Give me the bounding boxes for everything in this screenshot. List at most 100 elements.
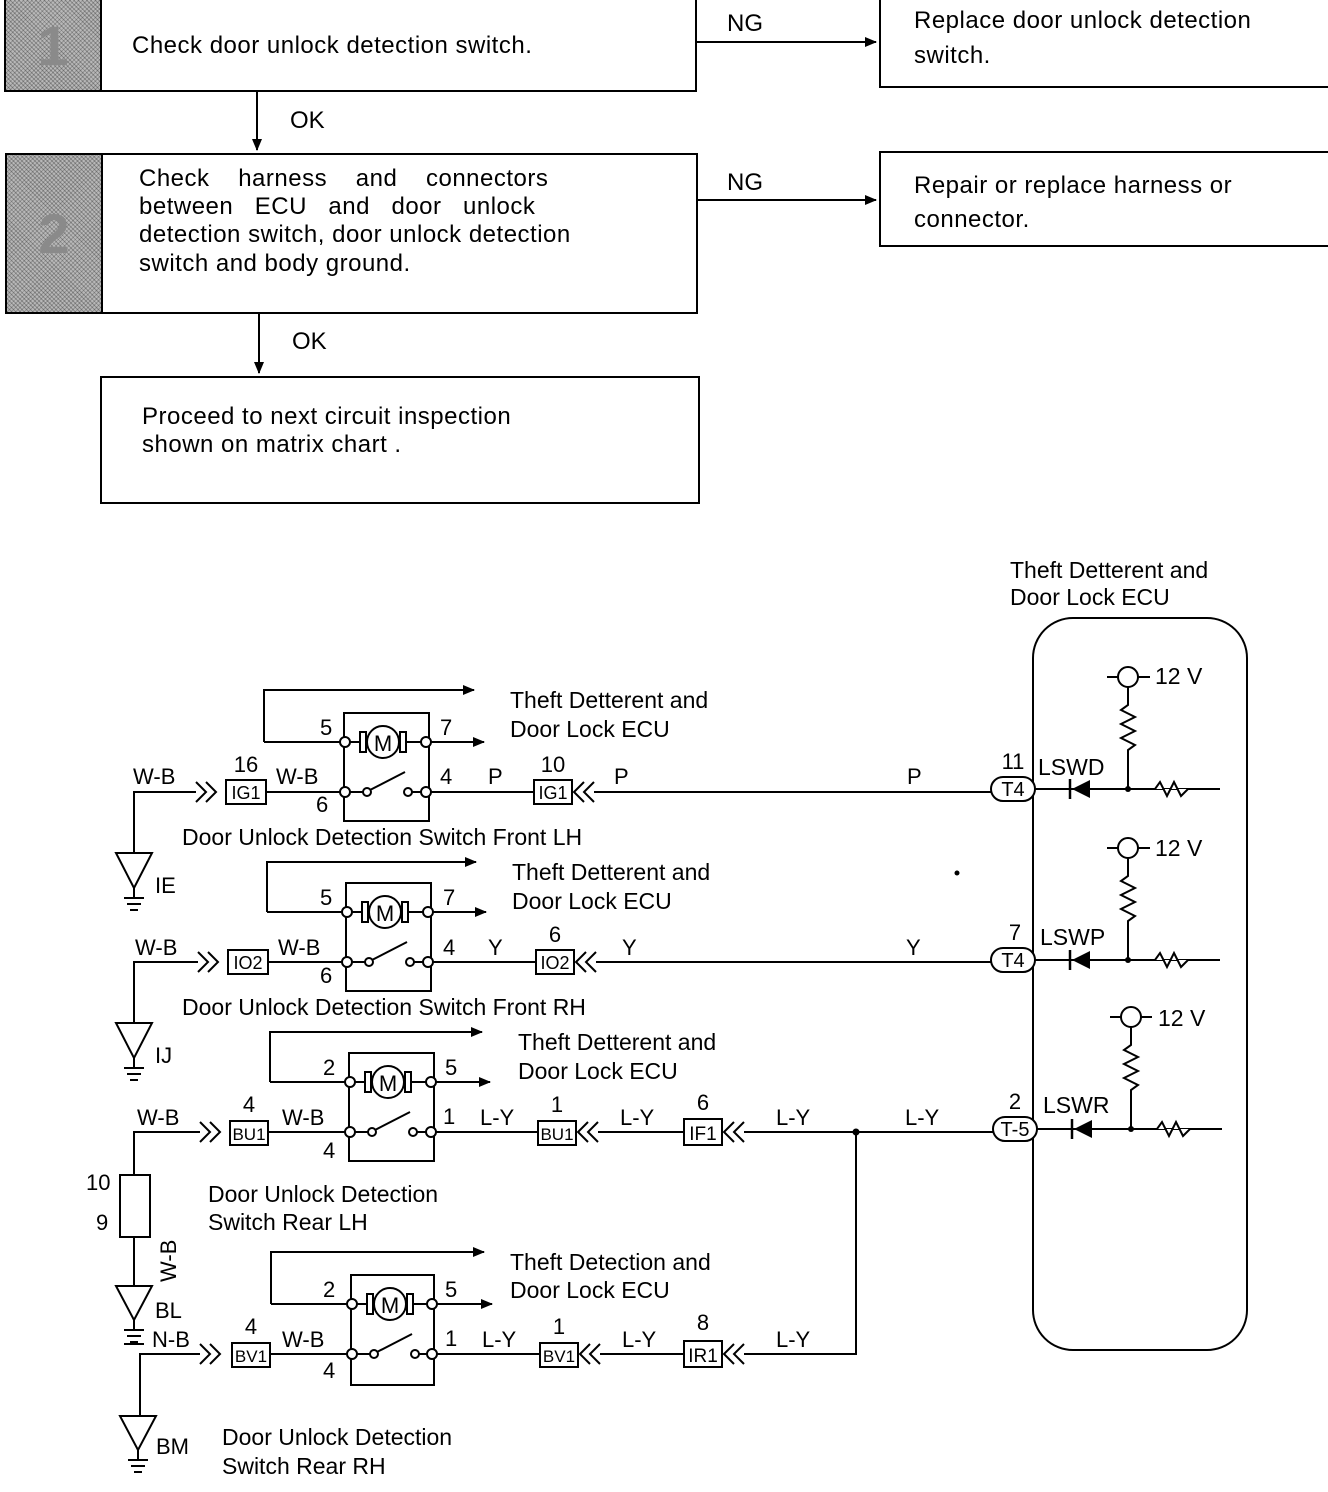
svg-text:7: 7 xyxy=(443,885,455,910)
svg-text:5: 5 xyxy=(445,1277,457,1302)
svg-text:P: P xyxy=(614,764,629,789)
switch-4-dest-line-1: Theft Detection and xyxy=(510,1249,711,1275)
motor-icon: M xyxy=(355,1065,430,1099)
step-2-line-4: switch and body ground. xyxy=(139,250,411,277)
connector-bu1-output xyxy=(537,1120,577,1146)
switch-4-dest-line-2: Door Lock ECU xyxy=(510,1277,670,1303)
ecu-title-line-1: Theft Detterent and xyxy=(1010,557,1208,583)
motor-icon: M xyxy=(352,895,427,929)
motor-icon: M xyxy=(357,1287,431,1321)
step-2-number: 2 xyxy=(7,155,103,312)
switch-front-rh: M 5 7 6 4 Theft Detterent and Door Lock … xyxy=(114,857,991,1081)
svg-text:7: 7 xyxy=(1009,920,1021,945)
ecu-signal-lswd: LSWD xyxy=(1038,754,1104,780)
svg-text:IR1: IR1 xyxy=(688,1346,718,1367)
ecu-terminal-t4-11: T4 11 xyxy=(990,749,1036,802)
svg-text:L-Y: L-Y xyxy=(776,1105,811,1130)
ecu-voltage-3: 12 V xyxy=(1158,1005,1206,1031)
switch-4-name-line-1: Door Unlock Detection xyxy=(222,1424,452,1450)
flow-arrows xyxy=(252,37,877,374)
switch-1-dest-line-1: Theft Detterent and xyxy=(510,687,708,713)
switch-3-dest-line-1: Theft Detterent and xyxy=(518,1029,716,1055)
supply-terminal-icon xyxy=(1117,837,1139,859)
step-2-line-3: detection switch, door unlock detection xyxy=(139,221,571,248)
step-1-number: 1 xyxy=(6,0,102,90)
svg-text:5: 5 xyxy=(445,1055,457,1080)
svg-text:IO2: IO2 xyxy=(540,953,569,973)
stray-dot xyxy=(954,870,960,876)
rear-ground-junction: 10 9 W-B BL xyxy=(86,1170,182,1343)
svg-text:2: 2 xyxy=(323,1277,335,1302)
step-3-line-2: shown on matrix chart . xyxy=(142,431,402,458)
svg-text:W-B: W-B xyxy=(133,764,175,789)
svg-text:M: M xyxy=(376,901,394,926)
ecu-voltage-2: 12 V xyxy=(1155,835,1203,861)
svg-text:L-Y: L-Y xyxy=(620,1105,655,1130)
svg-text:6: 6 xyxy=(549,922,561,947)
svg-text:6: 6 xyxy=(320,963,332,988)
ng-1-label: NG xyxy=(727,10,763,37)
svg-text:BL: BL xyxy=(155,1298,182,1323)
resistor-icon xyxy=(1118,858,1138,960)
ecu-circuit-lswr: 12 V LSWR xyxy=(1035,1005,1222,1139)
svg-text:4: 4 xyxy=(243,1092,255,1117)
svg-text:4: 4 xyxy=(440,764,452,789)
svg-text:Y: Y xyxy=(906,935,921,960)
ecu-signal-lswr: LSWR xyxy=(1043,1092,1109,1118)
step-2-line-1: Check harness and connectors xyxy=(139,165,549,192)
ecu-terminal-t5-2: T-5 2 xyxy=(992,1089,1038,1142)
ng-1-result-line-1: Replace door unlock detection xyxy=(914,7,1252,34)
ecu-circuit-lswp: 12 V LSWP xyxy=(1035,835,1220,970)
ecu-outline xyxy=(1032,617,1248,1351)
svg-text:IF1: IF1 xyxy=(689,1124,716,1145)
svg-text:BU1: BU1 xyxy=(232,1125,265,1144)
ecu-signal-lswp: LSWP xyxy=(1040,924,1105,950)
svg-text:6: 6 xyxy=(316,792,328,817)
switch-4-name-line-2: Switch Rear RH xyxy=(222,1453,386,1479)
ground-junction-block xyxy=(119,1174,151,1238)
switch-rear-rh: M 2 5 4 1 Theft Detection and Door Lock … xyxy=(118,1132,857,1479)
switch-contact-icon xyxy=(371,941,408,961)
switch-rear-lh: M 2 5 4 1 Theft Detterent and Door Lock … xyxy=(133,1027,993,1235)
svg-text:10: 10 xyxy=(541,752,565,777)
switch-3-name-line-2: Switch Rear LH xyxy=(208,1209,368,1235)
resistor-icon xyxy=(1121,1027,1141,1129)
svg-text:T4: T4 xyxy=(1001,779,1024,801)
svg-text:W-B: W-B xyxy=(282,1327,324,1352)
switch-2-name: Door Unlock Detection Switch Front RH xyxy=(182,994,586,1020)
svg-text:2: 2 xyxy=(1009,1089,1021,1114)
connector-bv1-output xyxy=(539,1342,579,1368)
switch-1-name: Door Unlock Detection Switch Front LH xyxy=(182,824,582,850)
ok-2-label: OK xyxy=(292,328,327,355)
switch-3-dest-line-2: Door Lock ECU xyxy=(518,1058,678,1084)
svg-text:7: 7 xyxy=(440,715,452,740)
ng-2-result-box: Repair or replace harness or connector. xyxy=(879,151,1328,247)
svg-text:IJ: IJ xyxy=(155,1043,172,1068)
ng-2-result-line-1: Repair or replace harness or xyxy=(914,172,1233,199)
diode-icon xyxy=(1072,780,1090,798)
pull-resistor-icon xyxy=(1150,779,1194,799)
ng-1-result-box: Replace door unlock detection switch. xyxy=(879,0,1328,88)
svg-text:L-Y: L-Y xyxy=(480,1105,515,1130)
svg-text:W-B: W-B xyxy=(278,935,320,960)
connector-if1 xyxy=(683,1118,723,1146)
switch-2-dest-line-2: Door Lock ECU xyxy=(512,888,672,914)
ok-1-label: OK xyxy=(290,107,325,134)
svg-text:P: P xyxy=(907,764,922,789)
svg-text:4: 4 xyxy=(323,1138,335,1163)
svg-text:M: M xyxy=(374,731,392,756)
switch-contact-icon xyxy=(376,1333,413,1353)
svg-text:L-Y: L-Y xyxy=(622,1327,657,1352)
step-1-box: 1 Check door unlock detection switch. xyxy=(4,0,697,92)
svg-text:IG1: IG1 xyxy=(538,783,567,803)
connector-bu1-ground xyxy=(229,1120,269,1146)
ground-ie-icon xyxy=(114,852,154,911)
step-2-box: 2 Check harness and connectors between E… xyxy=(5,153,698,314)
svg-text:IO2: IO2 xyxy=(233,953,262,973)
svg-text:M: M xyxy=(379,1071,397,1096)
svg-text:5: 5 xyxy=(320,715,332,740)
ng-2-label: NG xyxy=(727,169,763,196)
connector-ir1 xyxy=(683,1340,723,1368)
switch-body xyxy=(345,882,432,992)
